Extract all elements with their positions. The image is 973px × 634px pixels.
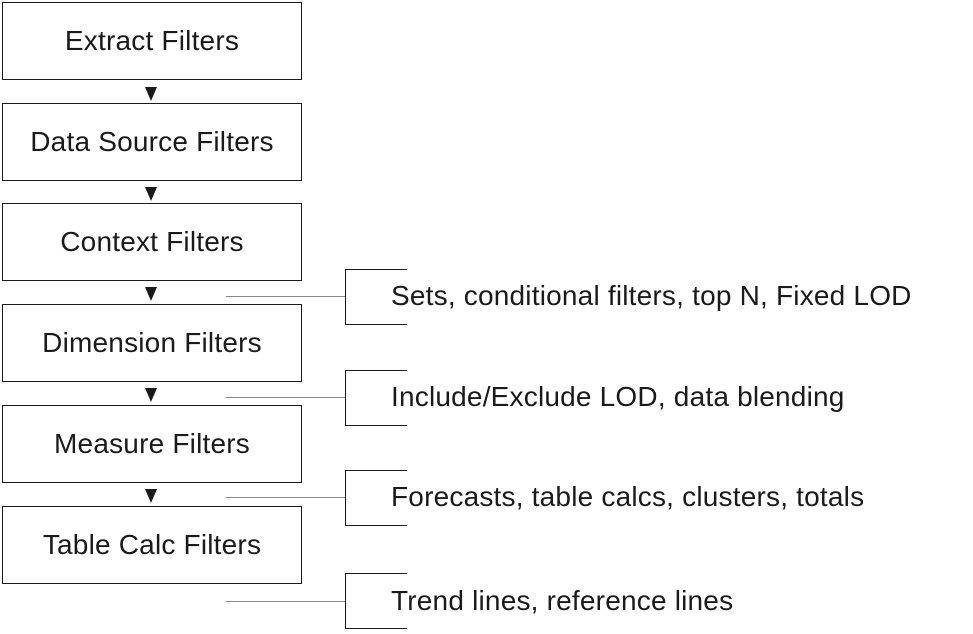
arrow-down-icon — [145, 287, 157, 301]
connector-line — [226, 601, 345, 602]
connector-line — [226, 397, 345, 398]
data-source-filters-box: Data Source Filters — [2, 103, 302, 181]
annotation-bracket — [345, 470, 407, 526]
table-calc-filters-box: Table Calc Filters — [2, 506, 302, 584]
arrow-down-icon — [145, 489, 157, 503]
extract-filters-box: Extract Filters — [2, 2, 302, 80]
annotation-trend-reference-lines: Trend lines, reference lines — [391, 585, 734, 616]
annotation-bracket — [345, 269, 407, 325]
annotation-bracket — [345, 370, 407, 426]
context-filters-box: Context Filters — [2, 203, 302, 281]
annotation-sets-fixed-lod: Sets, conditional filters, top N, Fixed … — [391, 280, 912, 311]
annotation-bracket — [345, 573, 407, 629]
measure-filters-box: Measure Filters — [2, 405, 302, 483]
arrow-down-icon — [145, 87, 157, 101]
dimension-filters-box: Dimension Filters — [2, 304, 302, 382]
arrow-down-icon — [145, 388, 157, 402]
annotation-include-exclude-lod: Include/Exclude LOD, data blending — [391, 381, 845, 412]
connector-line — [226, 497, 345, 498]
arrow-down-icon — [145, 187, 157, 201]
connector-line — [226, 296, 345, 297]
annotation-forecasts-totals: Forecasts, table calcs, clusters, totals — [391, 481, 865, 512]
